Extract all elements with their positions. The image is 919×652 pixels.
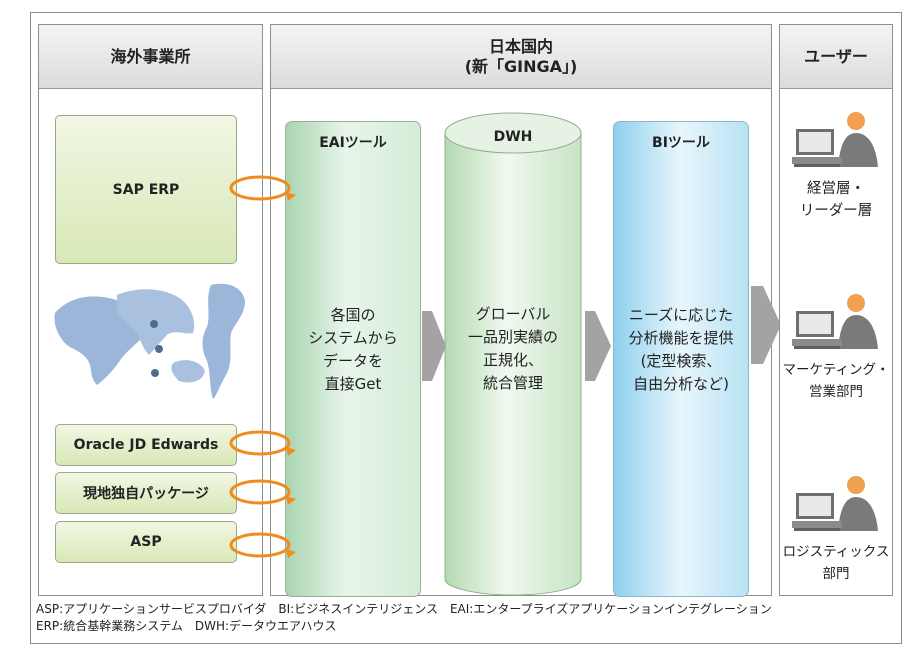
- local-package-box: 現地独自パッケージ: [55, 472, 237, 514]
- user-group-1-line-2: リーダー層: [799, 203, 873, 219]
- users-title: ユーザー: [804, 46, 868, 66]
- domestic-title-line2: (新「GINGA」): [464, 56, 578, 76]
- map-land-west: [54, 296, 144, 385]
- eai-tool-box: EAIツール 各国の システムから データを 直接Get: [285, 121, 421, 597]
- dwh-desc-line-2: 一品別実績の: [467, 328, 558, 346]
- bi-desc-line-2: 分析機能を提供: [628, 329, 734, 347]
- user-group-1-line-1: 経営層・: [807, 181, 865, 197]
- asp-box: ASP: [55, 521, 237, 563]
- chevron-arrow-icon-2: [585, 311, 611, 381]
- users-panel: ユーザー 経営層・ リーダー層 マーケティング・ 営業部門 ロジスティックス: [779, 24, 893, 596]
- bi-title: BIツール: [652, 135, 710, 151]
- eai-desc-line-1: 各国の: [330, 306, 376, 324]
- dwh-desc-line-3: 正規化、: [482, 351, 543, 369]
- user-group-label-2: マーケティング・ 営業部門: [780, 359, 892, 403]
- user-group-3-line-1: ロジスティックス: [782, 544, 890, 560]
- map-location-dot-2: [155, 345, 163, 353]
- domestic-panel: 日本国内 (新「GINGA」) EAIツール 各国の システムから データを 直…: [270, 24, 772, 597]
- loop-arrow-icon-1: [229, 175, 296, 201]
- footnote-line-2: ERP:統合基幹業務システム DWH:データウエアハウス: [36, 619, 337, 633]
- sap-erp-label: SAP ERP: [112, 181, 180, 198]
- bi-description: ニーズに応じた 分析機能を提供 (定型検索、 自由分析など): [614, 304, 748, 396]
- map-land-america: [202, 283, 245, 399]
- oracle-jd-edwards-box: Oracle JD Edwards: [55, 424, 237, 466]
- eai-title: EAIツール: [319, 135, 387, 151]
- map-location-dot-1: [150, 320, 158, 328]
- bi-tool-box: BIツール ニーズに応じた 分析機能を提供 (定型検索、 自由分析など): [613, 121, 749, 597]
- eai-description: 各国の システムから データを 直接Get: [286, 304, 420, 396]
- domestic-panel-header: 日本国内 (新「GINGA」): [271, 25, 771, 89]
- dwh-cylinder-body: [444, 132, 582, 596]
- dwh-title: DWH: [493, 129, 533, 145]
- dwh-description: グローバル 一品別実績の 正規化、 統合管理: [443, 303, 583, 395]
- eai-desc-line-4: 直接Get: [324, 375, 382, 393]
- user-group-2-line-2: 営業部門: [809, 384, 863, 400]
- map-location-dot-3: [151, 369, 159, 377]
- world-map-icon: [54, 283, 245, 399]
- local-package-label: 現地独自パッケージ: [83, 486, 209, 502]
- chevron-arrow-icon-1: [422, 311, 446, 381]
- user-group-2-line-1: マーケティング・: [782, 362, 890, 378]
- asp-label: ASP: [130, 534, 162, 550]
- users-panel-header: ユーザー: [780, 25, 892, 89]
- computer-user-icon-1: [792, 112, 878, 167]
- loop-arrow-icon-3: [229, 479, 296, 505]
- sap-erp-box: SAP ERP: [55, 115, 237, 264]
- bi-desc-line-3: (定型検索、: [640, 352, 722, 370]
- overseas-title: 海外事業所: [110, 46, 191, 66]
- dwh-cylinder-icon: [444, 112, 582, 596]
- bi-desc-line-1: ニーズに応じた: [628, 306, 734, 324]
- computer-user-icon-3: [792, 476, 878, 531]
- bi-desc-line-4: 自由分析など): [633, 375, 729, 393]
- dwh-cylinder-top: [444, 112, 582, 154]
- chevron-arrow-icon-3: [751, 286, 781, 364]
- oracle-jd-edwards-label: Oracle JD Edwards: [73, 437, 219, 453]
- computer-user-icon-2: [792, 294, 878, 349]
- dwh-desc-line-1: グローバル: [475, 305, 551, 323]
- domestic-title-line1: 日本国内: [488, 36, 553, 56]
- user-group-label-3: ロジスティックス 部門: [780, 541, 892, 585]
- loop-arrow-icon-2: [229, 430, 296, 456]
- map-land-australia: [171, 360, 205, 383]
- footnote-line-1: ASP:アプリケーションサービスプロバイダ BI:ビジネスインテリジェンス EA…: [36, 602, 772, 616]
- overseas-panel-header: 海外事業所: [39, 25, 262, 89]
- eai-desc-line-3: データを: [322, 352, 383, 370]
- user-group-3-line-2: 部門: [822, 566, 850, 582]
- user-group-label-1: 経営層・ リーダー層: [780, 178, 892, 222]
- loop-arrow-icon-4: [229, 532, 296, 558]
- overseas-panel: 海外事業所 SAP ERP Oracle JD Edwards 現地独自パッケー…: [38, 24, 263, 596]
- eai-desc-line-2: システムから: [308, 329, 398, 347]
- dwh-desc-line-4: 統合管理: [482, 374, 543, 392]
